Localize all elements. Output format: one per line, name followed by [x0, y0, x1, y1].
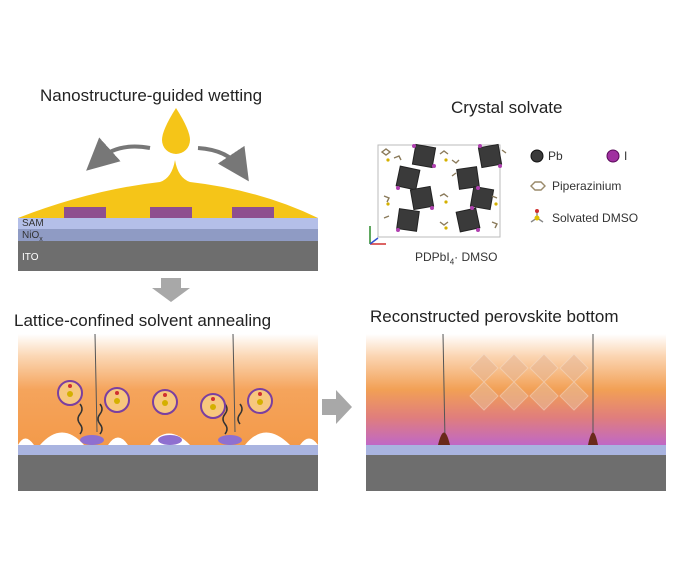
- nio-label: NiOx: [22, 230, 43, 243]
- legend-markers: [530, 149, 620, 223]
- dmso-legend-icon: [530, 209, 544, 223]
- wetting-title: Nanostructure-guided wetting: [40, 86, 263, 105]
- octahedron: [411, 143, 437, 169]
- piperazinium-legend-label: Piperazinium: [552, 179, 622, 193]
- iodide-legend-label: I: [624, 149, 628, 163]
- reconstructed-transport-layer: [366, 445, 666, 455]
- droplet: [162, 108, 190, 154]
- octahedron: [396, 208, 420, 232]
- reconstructed-title: Reconstructed perovskite bottom: [370, 307, 619, 326]
- reconstructed-panel: [366, 333, 666, 491]
- nio-layer: [18, 229, 318, 241]
- spread-arrow-right: [197, 145, 249, 182]
- substrate-layer: [18, 455, 318, 491]
- ito-label: ITO: [22, 252, 39, 263]
- octahedron: [469, 185, 495, 211]
- sam-label: SAM: [22, 218, 44, 229]
- down-arrow: [152, 278, 190, 302]
- crystal-title: Crystal solvate: [451, 98, 563, 117]
- nanostructure-pad: [232, 207, 274, 218]
- octahedron: [477, 143, 503, 169]
- nanostructure-pad: [150, 207, 192, 218]
- octahedron: [409, 185, 435, 211]
- octahedron: [455, 207, 481, 233]
- spread-arrow-left: [86, 137, 151, 171]
- formula-label: PDPbI4· DMSO: [415, 250, 498, 267]
- right-arrow: [322, 390, 352, 424]
- octahedron: [456, 166, 480, 190]
- pb-legend-icon: [530, 149, 544, 163]
- annealing-title: Lattice-confined solvent annealing: [14, 311, 272, 330]
- reconstructed-substrate: [366, 455, 666, 491]
- piperazinium-legend-icon: [530, 181, 546, 191]
- transport-layer: [18, 445, 318, 455]
- ito-layer: [18, 241, 318, 271]
- sam-layer: [18, 218, 318, 229]
- dmso-legend-label: Solvated DMSO: [552, 211, 639, 225]
- octahedron: [395, 165, 421, 191]
- crystal-structure: [369, 143, 507, 245]
- iodide-legend-icon: [606, 149, 620, 163]
- wetting-panel: [18, 108, 318, 271]
- pb-legend-label: Pb: [548, 149, 563, 163]
- nanostructure-pad: [64, 207, 106, 218]
- liquid-film: [18, 160, 318, 218]
- annealing-panel: [18, 333, 318, 491]
